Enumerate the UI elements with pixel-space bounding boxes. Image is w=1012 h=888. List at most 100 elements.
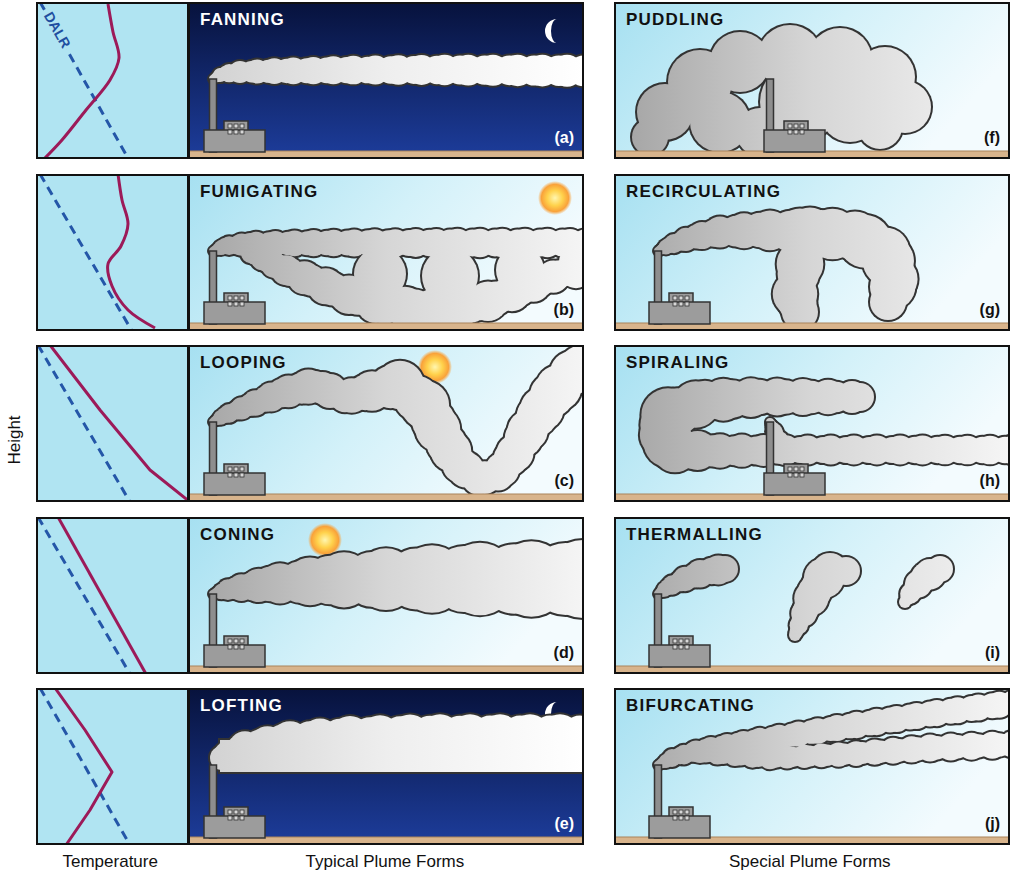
smoke-plume xyxy=(209,540,584,618)
factory-window xyxy=(679,810,683,814)
temperature-profile xyxy=(36,688,188,845)
factory-window xyxy=(800,124,804,128)
factory-window xyxy=(234,645,238,649)
factory-building xyxy=(764,473,825,495)
lapse-rate-label: DALR xyxy=(38,6,77,53)
plume-name: LOFTING xyxy=(200,696,283,716)
smoke-plume xyxy=(632,119,668,155)
profile-frame xyxy=(37,689,188,844)
sky xyxy=(188,345,584,502)
factory-window xyxy=(240,467,244,471)
sun xyxy=(538,181,572,215)
plume-scene xyxy=(614,174,1010,331)
column-caption: Special Plume Forms xyxy=(729,852,891,872)
smoke-plume xyxy=(927,556,953,582)
factory-building xyxy=(204,816,265,838)
plume-scene xyxy=(614,517,1010,674)
panel-letter: (i) xyxy=(985,644,1000,662)
sky xyxy=(614,517,1010,674)
factory-window xyxy=(234,639,238,643)
factory-window xyxy=(228,124,232,128)
temperature-curve xyxy=(58,517,146,674)
smoke-outline xyxy=(218,738,584,774)
smoke-outline xyxy=(207,53,584,89)
factory-window xyxy=(679,645,683,649)
factory-building xyxy=(649,302,710,324)
factory-window xyxy=(228,296,232,300)
plume-scene xyxy=(614,688,1010,845)
smoke-outline xyxy=(638,376,1010,474)
smoke-plume xyxy=(354,248,406,300)
plume-scene xyxy=(188,517,584,674)
plume-panel: THERMALLING(i) xyxy=(614,517,1010,674)
factory-window xyxy=(794,473,798,477)
factory-window xyxy=(234,810,238,814)
profile-frame xyxy=(37,346,188,501)
factory-window xyxy=(228,639,232,643)
sky xyxy=(188,174,584,331)
plume-scene xyxy=(188,345,584,502)
plume-panel: FUMIGATING(b) xyxy=(188,174,584,331)
factory-window xyxy=(788,124,792,128)
factory-window xyxy=(240,302,244,306)
factory-window xyxy=(794,130,798,134)
dry-adiabatic-line xyxy=(40,174,132,331)
smoke-plume xyxy=(632,25,931,156)
temperature-curve xyxy=(50,345,188,502)
factory-window xyxy=(234,302,238,306)
temperature-curve xyxy=(108,174,155,328)
axis-label: Height xyxy=(4,415,24,464)
plume-panel: RECIRCULATING(g) xyxy=(614,174,1010,331)
factory-window xyxy=(679,296,683,300)
plume-panel: BIFURCATING(j) xyxy=(614,688,1010,845)
axis-label: Temperature xyxy=(63,852,158,872)
factory-window xyxy=(228,302,232,306)
plume-name: LOOPING xyxy=(200,353,287,373)
plume-panel: LOOPING(c) xyxy=(188,345,584,502)
panel-letter: (b) xyxy=(554,301,574,319)
smoke-outline xyxy=(652,551,955,643)
factory-window xyxy=(240,810,244,814)
factory-building xyxy=(649,816,710,838)
panel-letter: (j) xyxy=(985,815,1000,833)
profile-frame xyxy=(37,175,188,330)
factory-window xyxy=(794,124,798,128)
smoke-plume xyxy=(220,740,584,772)
sky xyxy=(614,174,1010,331)
plume-panel: FANNING(a) xyxy=(188,2,584,159)
factory-window xyxy=(234,467,238,471)
plume-scene xyxy=(188,174,584,331)
factory-window xyxy=(240,473,244,477)
factory-building xyxy=(204,130,265,152)
factory-window xyxy=(788,467,792,471)
factory-window xyxy=(228,645,232,649)
sky xyxy=(614,688,1010,845)
factory-window xyxy=(679,639,683,643)
factory-window xyxy=(234,296,238,300)
plume-scene xyxy=(614,345,1010,502)
factory-window xyxy=(234,124,238,128)
sky xyxy=(188,2,584,159)
plume-name: RECIRCULATING xyxy=(626,182,781,202)
plume-scene xyxy=(188,2,584,159)
factory-window xyxy=(679,302,683,306)
factory-window xyxy=(240,816,244,820)
plume-name: PUDDLING xyxy=(626,10,724,30)
factory-window xyxy=(800,130,804,134)
dry-adiabatic-line xyxy=(40,688,130,845)
panel-letter: (e) xyxy=(554,815,574,833)
factory-window xyxy=(788,130,792,134)
factory-window xyxy=(240,130,244,134)
factory-building xyxy=(764,130,825,152)
smoke-plume xyxy=(870,284,906,320)
factory-window xyxy=(673,639,677,643)
panel-letter: (f) xyxy=(984,129,1000,147)
dry-adiabatic-line xyxy=(38,517,130,674)
factory-window xyxy=(240,124,244,128)
factory-window xyxy=(800,467,804,471)
factory-window xyxy=(234,473,238,477)
factory-window xyxy=(673,296,677,300)
factory-building xyxy=(204,473,265,495)
